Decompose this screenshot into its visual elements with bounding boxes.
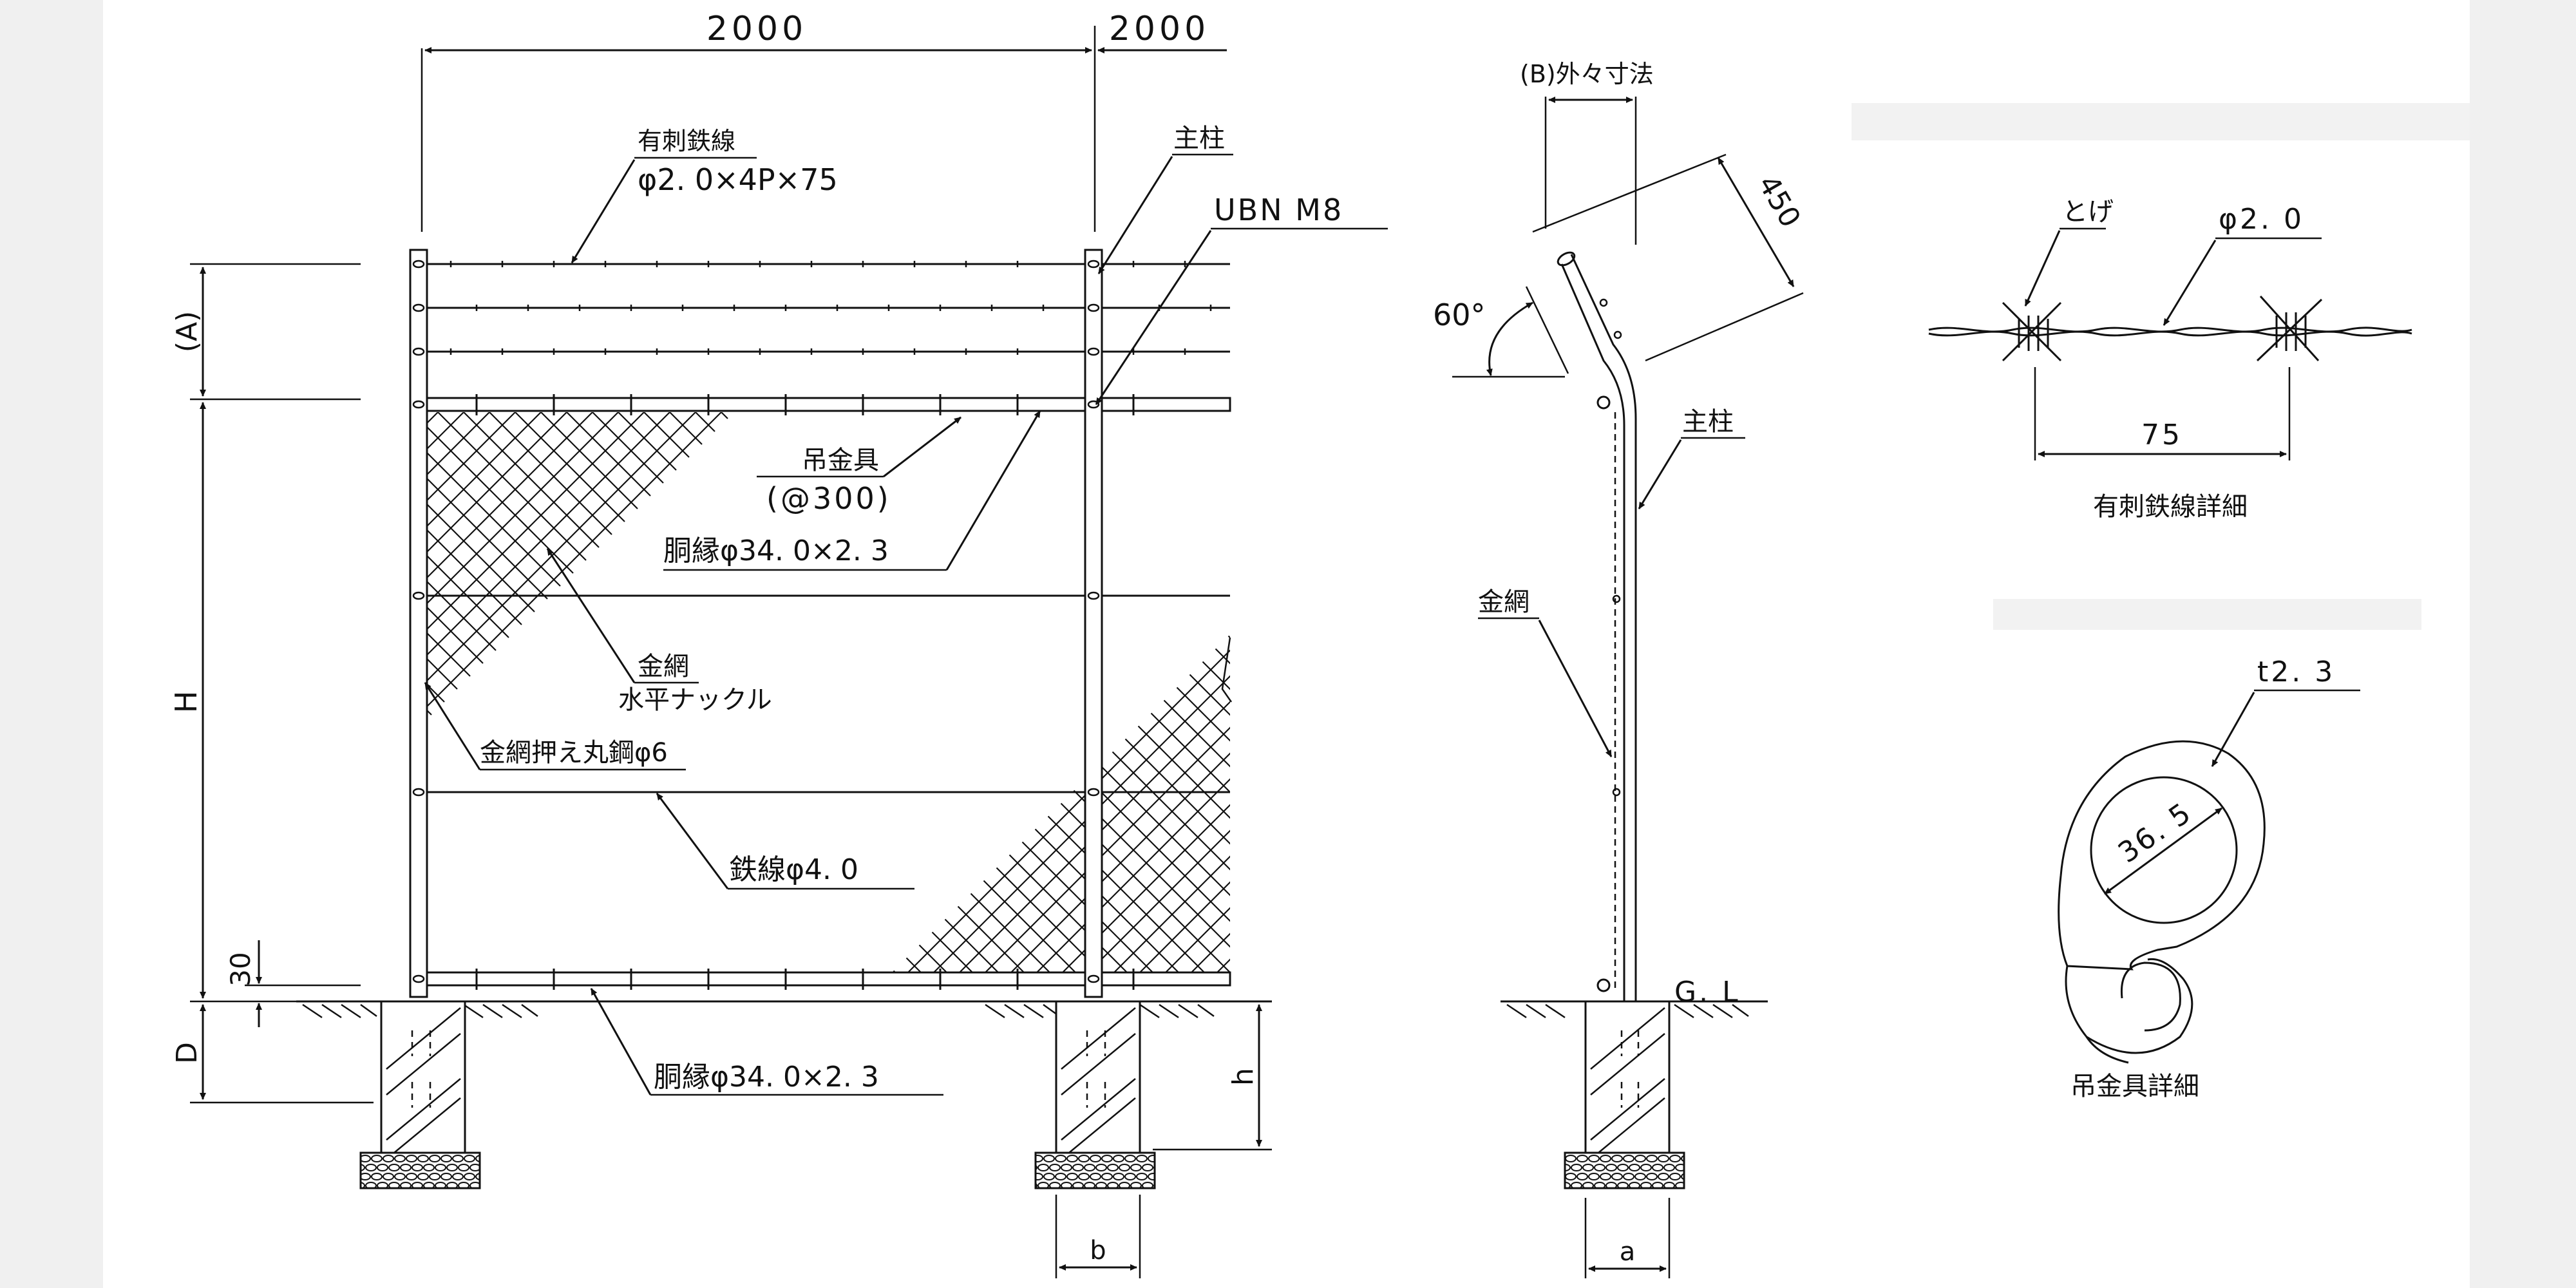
left-foundation xyxy=(380,1000,466,1154)
spike-label: とげ xyxy=(2062,197,2114,227)
hanger-label: 吊金具 xyxy=(802,446,879,475)
hanger-diameter-label: 36. 5 xyxy=(2112,796,2198,870)
front-elevation xyxy=(190,26,1388,1278)
labels: 2000 2000 有刺鉄線 φ2. 0×4P×75 主柱 UBN M8 吊金具… xyxy=(169,10,2335,1267)
detail-header-band-2 xyxy=(1993,599,2421,630)
top-rail xyxy=(411,397,1231,412)
side-view xyxy=(1452,97,1804,1278)
barbed-wire-detail xyxy=(1928,227,2412,460)
gl-label: G. L xyxy=(1674,976,1741,1009)
dim-top-left: 2000 xyxy=(706,10,807,48)
hanger-thickness-label: t2. 3 xyxy=(2257,656,2335,688)
dim-30-label: 30 xyxy=(225,952,256,986)
barb-pitch-label: 75 xyxy=(2141,419,2183,451)
side-main-post-label: 主柱 xyxy=(1682,407,1734,437)
mesh-label: 金網 xyxy=(638,652,689,681)
barb-dots xyxy=(450,261,1212,355)
mesh-type: 水平ナックル xyxy=(618,685,772,715)
hanger-pitch: (@300) xyxy=(766,481,891,516)
top-rail-label: 胴縁φ34. 0×2. 3 xyxy=(663,535,889,567)
hanger-detail xyxy=(2058,689,2360,1064)
left-post xyxy=(409,249,428,998)
bottom-rail xyxy=(411,971,1231,987)
steel-wire-label: 鉄線φ4. 0 xyxy=(729,853,858,886)
left-margin-band xyxy=(0,0,103,1288)
dim-h-small-label: h xyxy=(1227,1068,1260,1086)
ubn-label: UBN M8 xyxy=(1214,193,1343,227)
right-foundation xyxy=(1055,1000,1141,1154)
mesh-bar-label: 金網押え丸鋼φ6 xyxy=(480,738,668,768)
main-post-label: 主柱 xyxy=(1173,124,1225,153)
barb-wire-dia-label: φ2. 0 xyxy=(2219,203,2304,236)
arm-length-label: 450 xyxy=(1751,170,1806,233)
dim-d-label: D xyxy=(171,1042,204,1064)
barbed-wire-spec: φ2. 0×4P×75 xyxy=(638,162,838,197)
barbed-wire-label: 有刺鉄線 xyxy=(638,127,735,155)
side-mesh-label: 金網 xyxy=(1478,587,1530,617)
detail-header-band-1 xyxy=(1852,103,2470,140)
barbed-detail-title: 有刺鉄線詳細 xyxy=(2093,492,2248,522)
dim-top-right: 2000 xyxy=(1109,10,1209,48)
dim-b-label: b xyxy=(1090,1236,1106,1265)
right-post xyxy=(1084,249,1103,998)
outer-dim-label: (B)外々寸法 xyxy=(1520,60,1654,88)
bottom-rail-label: 胴縁φ34. 0×2. 3 xyxy=(654,1061,879,1094)
dim-a-small-label: a xyxy=(1620,1237,1636,1267)
angle-label: 60° xyxy=(1433,298,1486,332)
dim-h-label: H xyxy=(169,691,204,714)
hanger-detail-title: 吊金具詳細 xyxy=(2070,1072,2199,1101)
right-margin-band xyxy=(2470,0,2576,1288)
dim-a-label: (A) xyxy=(171,311,204,352)
